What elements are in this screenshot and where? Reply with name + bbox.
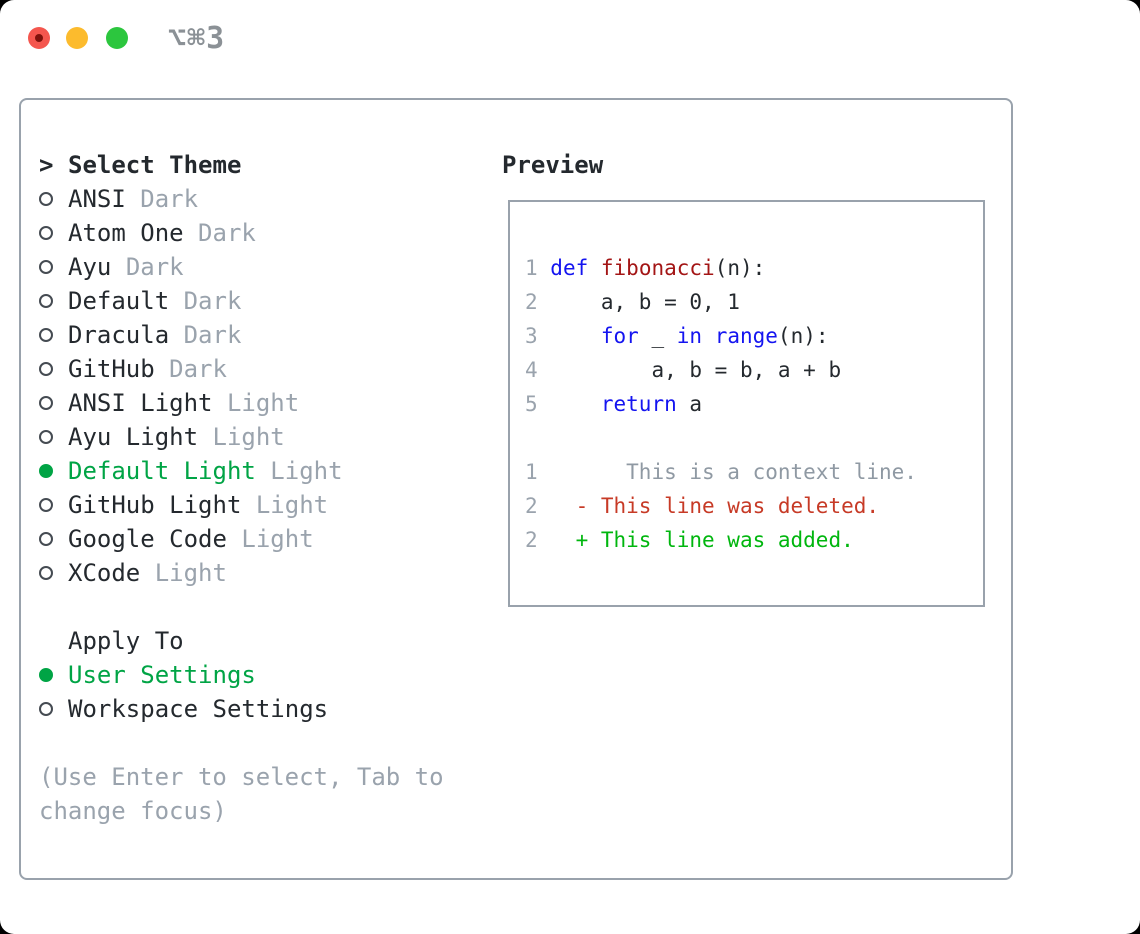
- theme-variant: Dark: [169, 355, 227, 383]
- theme-name: GitHub Light: [68, 491, 242, 519]
- theme-variant: Dark: [125, 253, 184, 281]
- hint-text-line-2: change focus): [39, 797, 227, 825]
- hint-text-line-1: (Use Enter to select, Tab to: [39, 763, 444, 791]
- theme-name: ANSI Light: [68, 389, 213, 417]
- theme-option-label: Atom One Dark: [68, 216, 256, 250]
- apply-option[interactable]: Workspace Settings: [39, 692, 489, 726]
- theme-option[interactable]: Atom One Dark: [39, 216, 489, 250]
- theme-option[interactable]: Ayu Dark: [39, 250, 489, 284]
- theme-option-label: ANSI Light Light: [68, 386, 299, 420]
- select-theme-header: > Select Theme: [39, 148, 489, 182]
- theme-variant: Light: [226, 389, 300, 417]
- theme-option-label: GitHub Dark: [68, 352, 227, 386]
- minimize-button[interactable]: [66, 27, 88, 49]
- theme-variant: Light: [212, 423, 285, 451]
- code-line: 5 return a: [525, 392, 703, 416]
- code-line: [525, 421, 917, 455]
- code-preview: 1 def fibonacci(n): 2 a, b = 0, 1 3 for _ …: [525, 251, 917, 557]
- radio-icon: [39, 396, 53, 410]
- maximize-button[interactable]: [106, 27, 128, 49]
- apply-option-label: Workspace Settings: [68, 695, 329, 723]
- radio-icon: [39, 226, 53, 240]
- theme-option-label: Default Light Light: [68, 454, 343, 488]
- theme-option[interactable]: ANSI Light Light: [39, 386, 489, 420]
- theme-name: Default Light: [68, 457, 256, 485]
- radio-icon: [39, 532, 53, 546]
- theme-option-label: ANSI Dark: [68, 182, 198, 216]
- theme-variant: Dark: [183, 287, 242, 315]
- theme-variant: Light: [154, 559, 227, 587]
- theme-variant: Light: [270, 457, 343, 485]
- radio-icon: [39, 362, 53, 376]
- theme-option[interactable]: ANSI Dark: [39, 182, 489, 216]
- theme-option-label: Google Code Light: [68, 522, 314, 556]
- close-button[interactable]: [28, 27, 50, 49]
- theme-variant: Dark: [198, 219, 256, 247]
- theme-name: Google Code: [68, 525, 227, 553]
- apply-option[interactable]: User Settings: [39, 658, 489, 692]
- window-shortcut-label: ⌥⌘3: [168, 21, 226, 56]
- radio-icon: [39, 566, 53, 580]
- theme-name: Default: [68, 287, 170, 315]
- theme-option[interactable]: GitHub Light Light: [39, 488, 489, 522]
- theme-name: Ayu: [68, 253, 112, 281]
- radio-icon: [39, 328, 53, 342]
- theme-name: Atom One: [68, 219, 184, 247]
- theme-variant: Light: [255, 491, 329, 519]
- radio-icon: [39, 430, 53, 444]
- theme-name: GitHub: [68, 355, 155, 383]
- theme-option[interactable]: Default Dark: [39, 284, 489, 318]
- prompt-icon: >: [39, 151, 54, 179]
- theme-option[interactable]: XCode Light: [39, 556, 489, 590]
- radio-icon: [39, 702, 53, 716]
- theme-option-label: Default Dark: [68, 284, 241, 318]
- theme-picker-panel: [19, 98, 1013, 880]
- theme-name: Dracula: [68, 321, 170, 349]
- preview-box: 1 def fibonacci(n): 2 a, b = 0, 1 3 for _ …: [508, 200, 985, 607]
- radio-selected-icon: [39, 668, 53, 682]
- theme-name: ANSI: [68, 185, 126, 213]
- theme-variant: Dark: [140, 185, 199, 213]
- code-line: 4 a, b = b, a + b: [525, 358, 842, 382]
- code-line: 2 a, b = 0, 1: [525, 290, 740, 314]
- radio-icon: [39, 192, 53, 206]
- code-line: 2 - This line was deleted.: [525, 494, 880, 518]
- theme-option-label: Ayu Dark: [68, 250, 184, 284]
- theme-option-label: Ayu Light Light: [68, 420, 285, 454]
- preview-title: Preview: [502, 151, 604, 179]
- radio-icon: [39, 294, 53, 308]
- theme-option-label: GitHub Light Light: [68, 488, 328, 522]
- code-line: 1 def fibonacci(n):: [525, 256, 766, 280]
- theme-name: XCode: [68, 559, 141, 587]
- select-theme-title: Select Theme: [68, 151, 242, 179]
- theme-option[interactable]: GitHub Dark: [39, 352, 489, 386]
- theme-option-label: Dracula Dark: [68, 318, 241, 352]
- theme-option[interactable]: Default Light Light: [39, 454, 489, 488]
- theme-option[interactable]: Google Code Light: [39, 522, 489, 556]
- code-line: 2 + This line was added.: [525, 528, 854, 552]
- theme-option[interactable]: Ayu Light Light: [39, 420, 489, 454]
- code-line: 3 for _ in range(n):: [525, 324, 829, 348]
- apply-to-header: Apply To: [39, 624, 489, 658]
- theme-option-label: XCode Light: [68, 556, 227, 590]
- theme-variant: Light: [241, 525, 314, 553]
- radio-icon: [39, 260, 53, 274]
- code-line: 1 This is a context line.: [525, 460, 917, 484]
- close-dot-icon: [35, 34, 43, 42]
- theme-option[interactable]: Dracula Dark: [39, 318, 489, 352]
- apply-to-title: Apply To: [68, 627, 184, 655]
- apply-option-label: User Settings: [68, 661, 256, 689]
- theme-variant: Dark: [183, 321, 242, 349]
- theme-name: Ayu Light: [68, 423, 199, 451]
- radio-selected-icon: [39, 464, 53, 478]
- radio-icon: [39, 498, 53, 512]
